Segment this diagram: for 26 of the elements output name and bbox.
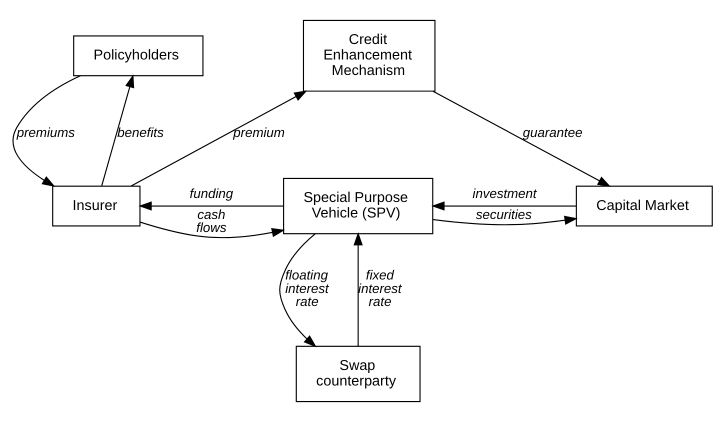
arrow xyxy=(140,221,286,238)
edge-label: fixed interest rate xyxy=(358,267,402,309)
arrow xyxy=(12,74,81,186)
node-box: Capital Market xyxy=(576,185,713,226)
arrow xyxy=(354,232,363,346)
edge-label: benefits xyxy=(117,124,164,140)
edge-label: investment xyxy=(472,185,537,200)
arrow xyxy=(433,215,578,225)
node-box: Insurer xyxy=(52,185,141,226)
edge-label: funding xyxy=(190,185,234,200)
arrow xyxy=(431,200,576,210)
edge-label: premiums xyxy=(16,124,75,140)
edge-label: cash flows xyxy=(196,206,227,235)
arrow xyxy=(279,232,317,347)
node-box: Policyholders xyxy=(73,34,204,76)
arrow xyxy=(101,74,134,186)
node-box: Swap counterparty xyxy=(296,345,421,402)
arrow xyxy=(432,90,611,186)
arrow xyxy=(138,200,284,210)
edge-label: securities xyxy=(476,206,532,222)
arrow xyxy=(130,90,308,186)
edge-label: premium xyxy=(233,124,285,140)
edge-label: guarantee xyxy=(522,124,582,140)
edge-label: floating interest rate xyxy=(285,267,329,309)
node-box: Special Purpose Vehicle (SPV) xyxy=(283,177,434,234)
node-box: Credit Enhancement Mechanism xyxy=(302,19,436,92)
